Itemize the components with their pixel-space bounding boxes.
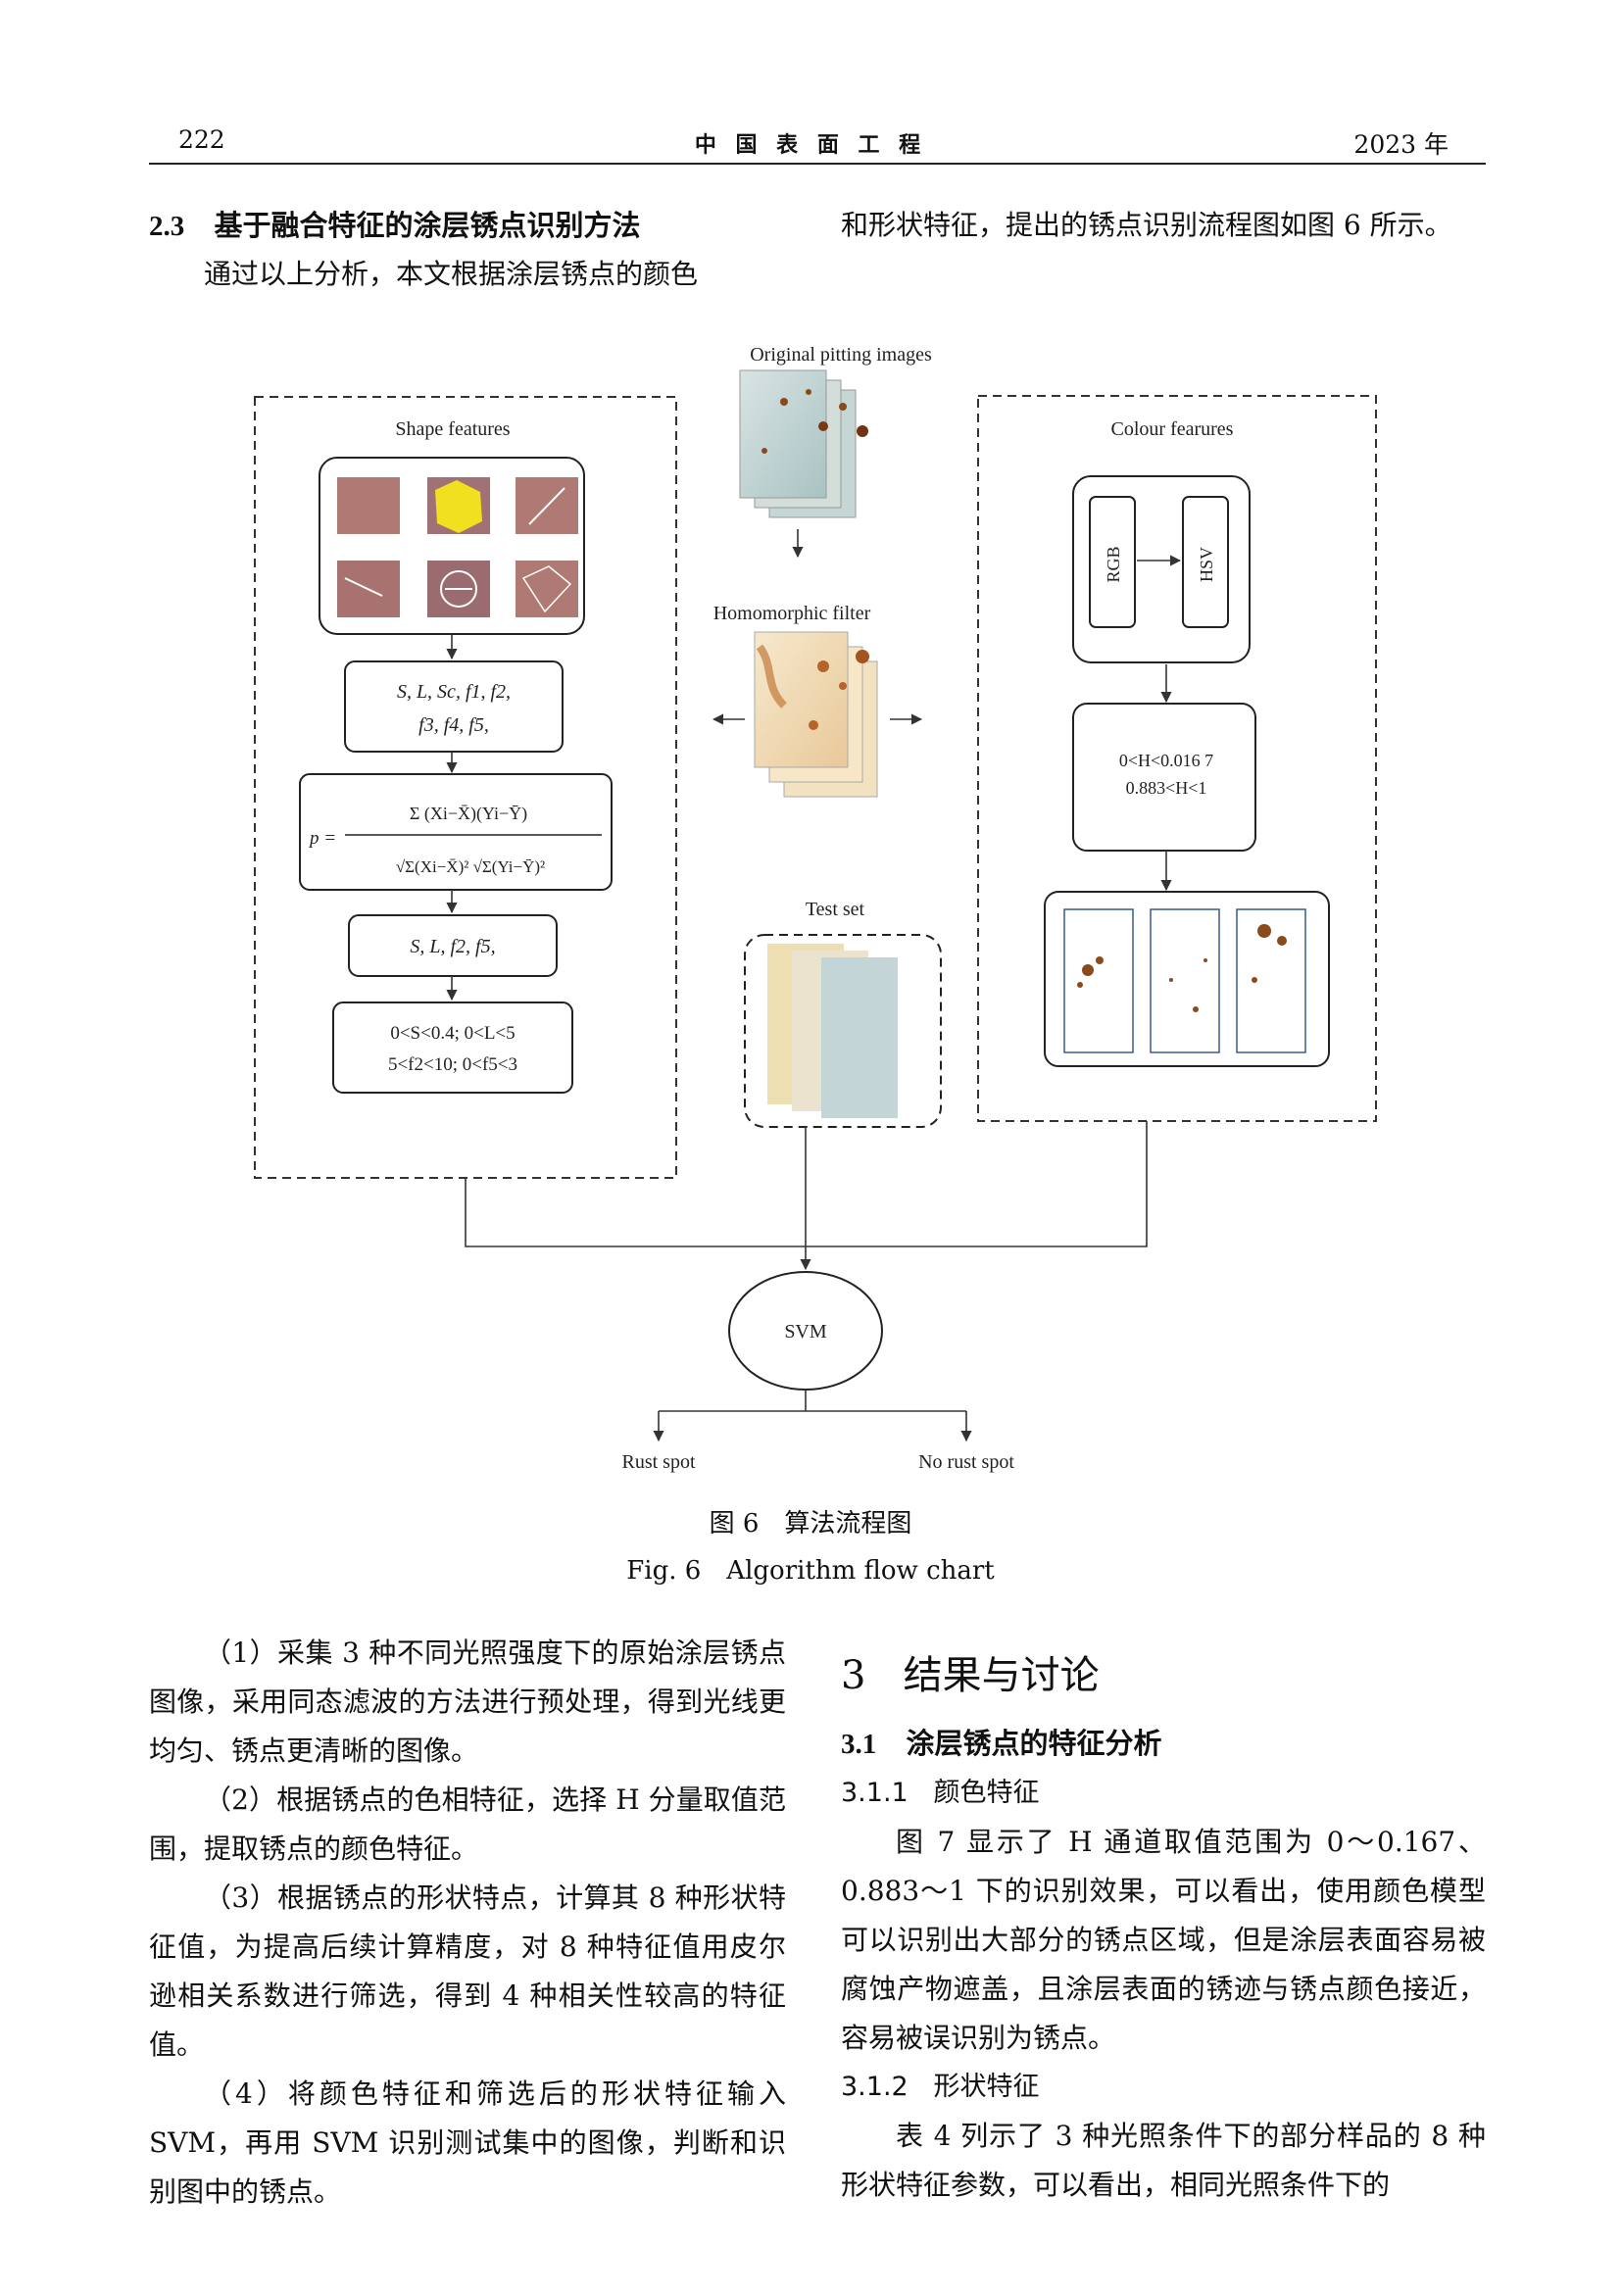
shape-thumbnails bbox=[337, 477, 578, 617]
homomorphic-filter-label: Homomorphic filter bbox=[713, 603, 871, 624]
colour-result-images bbox=[1063, 908, 1306, 1053]
svm-label: SVM bbox=[784, 1321, 827, 1343]
original-images-stack bbox=[739, 369, 868, 518]
section-number: 2.3 bbox=[149, 211, 185, 242]
step-4: （4）将颜色特征和筛选后的形状特征输入 SVM，再用 SVM 识别测试集中的图像… bbox=[149, 2077, 786, 2208]
selected-features-box bbox=[348, 914, 558, 977]
section-3-1-1-number: 3.1.1 bbox=[841, 1778, 909, 1808]
step-2: （2）根据锈点的色相特征，选择 H 分量取值范围，提取锈点的颜色特征。 bbox=[149, 1783, 786, 1865]
step-3: （3）根据锈点的形状特点，计算其 8 种形状特征值，为提高后续计算精度，对 8 … bbox=[149, 1881, 786, 2061]
rgb-box bbox=[1089, 496, 1136, 628]
section-3-column: 3 结果与讨论 3.1 涂层锈点的特征分析 3.1.1 颜色特征 图 7 显示了… bbox=[841, 1646, 1486, 2210]
feature-list-line-2: f3, f4, f5, bbox=[418, 714, 489, 736]
test-set-images bbox=[767, 944, 898, 1118]
original-images-label: Original pitting images bbox=[750, 344, 932, 366]
feature-list-line-1: S, L, Sc, f1, f2, bbox=[397, 681, 511, 703]
section-3-1-2-title: 形状特征 bbox=[933, 2072, 1040, 2102]
section-title: 基于融合特征的涂层锈点识别方法 bbox=[214, 209, 641, 242]
section-3-1-2-heading: 3.1.2 形状特征 bbox=[841, 2063, 1486, 2112]
selected-features-text: S, L, f2, f5, bbox=[410, 936, 495, 957]
test-set-box bbox=[744, 934, 942, 1128]
journal-name: 中 国 表 面 工 程 bbox=[694, 133, 927, 158]
shape-features-title: Shape features bbox=[395, 418, 510, 440]
section-2-3-heading: 2.3 基于融合特征的涂层锈点识别方法 bbox=[149, 201, 786, 251]
section-3-title: 结果与讨论 bbox=[903, 1653, 1100, 1698]
test-set-label: Test set bbox=[806, 899, 865, 920]
pearson-numerator: Σ (Xi−X̄)(Yi−Ȳ) bbox=[410, 804, 527, 824]
steps-column: （1）采集 3 种不同光照强度下的原始涂层锈点图像，采用同态滤波的方法进行预处理… bbox=[149, 1629, 786, 2217]
colour-threshold-line-2: 0.883<H<1 bbox=[1126, 778, 1207, 798]
colour-features-title: Colour fearures bbox=[1111, 418, 1234, 440]
colour-feature-paragraph: 图 7 显示了 H 通道取值范围为 0～0.167、0.883～1 下的识别效果… bbox=[841, 1826, 1486, 2054]
filtered-images-stack bbox=[754, 631, 878, 798]
intro-paragraph-continued: 和形状特征，提出的锈点识别流程图如图 6 所示。 bbox=[841, 209, 1452, 241]
hsv-box bbox=[1182, 496, 1229, 628]
algorithm-flow-chart: Original pitting images Homomorphic filt… bbox=[254, 344, 1377, 1473]
figure-caption-cn: 图 6 算法流程图 bbox=[709, 1509, 912, 1539]
section-2-3-intro-left: 通过以上分析，本文根据涂层锈点的颜色 bbox=[149, 250, 786, 299]
page-number: 222 bbox=[178, 125, 225, 154]
section-3-heading: 3 结果与讨论 bbox=[841, 1646, 1486, 1705]
pearson-denominator: √Σ(Xi−X̄)² √Σ(Yi−Ȳ)² bbox=[396, 857, 545, 876]
section-2-3: 2.3 基于融合特征的涂层锈点识别方法 bbox=[149, 201, 1486, 251]
hsv-label: HSV bbox=[1197, 547, 1216, 582]
shape-threshold-box bbox=[332, 1001, 573, 1094]
connector-colour-to-svm bbox=[806, 1121, 1148, 1247]
journal-year: 2023 年 bbox=[1353, 130, 1449, 159]
section-3-1-2-number: 3.1.2 bbox=[841, 2072, 909, 2102]
colour-threshold-box bbox=[1072, 703, 1256, 852]
shape-feature-paragraph: 表 4 列示了 3 种光照条件下的部分样品的 8 种形状特征参数，可以看出，相同… bbox=[841, 2120, 1486, 2201]
pearson-formula-box bbox=[299, 773, 613, 891]
section-3-1-1-title: 颜色特征 bbox=[933, 1778, 1040, 1808]
section-3-1-title: 涂层锈点的特征分析 bbox=[906, 1727, 1162, 1760]
intro-paragraph: 通过以上分析，本文根据涂层锈点的颜色 bbox=[204, 258, 699, 290]
colour-result-box bbox=[1044, 891, 1330, 1067]
section-2-3-intro-right: 和形状特征，提出的锈点识别流程图如图 6 所示。 bbox=[841, 201, 1486, 250]
section-3-1-1-heading: 3.1.1 颜色特征 bbox=[841, 1769, 1486, 1818]
rust-spot-label: Rust spot bbox=[621, 1451, 695, 1473]
rgb-label: RGB bbox=[1104, 546, 1123, 582]
no-rust-spot-label: No rust spot bbox=[918, 1451, 1014, 1473]
section-3-1-number: 3.1 bbox=[841, 1729, 877, 1760]
feature-list-box bbox=[344, 660, 564, 753]
connector-shape-to-svm bbox=[465, 1178, 806, 1247]
colour-threshold-line-1: 0<H<0.016 7 bbox=[1119, 751, 1213, 770]
figure-caption-en: Fig. 6 Algorithm flow chart bbox=[626, 1556, 995, 1586]
section-3-1-heading: 3.1 涂层锈点的特征分析 bbox=[841, 1719, 1486, 1769]
pearson-p-label: p = bbox=[308, 828, 336, 849]
header-rule bbox=[149, 163, 1486, 165]
rgb-hsv-box bbox=[1072, 475, 1251, 663]
shape-threshold-line-2: 5<f2<10; 0<f5<3 bbox=[388, 1054, 517, 1075]
step-1: （1）采集 3 种不同光照强度下的原始涂层锈点图像，采用同态滤波的方法进行预处理… bbox=[149, 1637, 786, 1767]
shape-threshold-line-1: 0<S<0.4; 0<L<5 bbox=[390, 1023, 515, 1044]
section-3-number: 3 bbox=[841, 1653, 866, 1698]
colour-features-panel bbox=[977, 395, 1377, 1122]
